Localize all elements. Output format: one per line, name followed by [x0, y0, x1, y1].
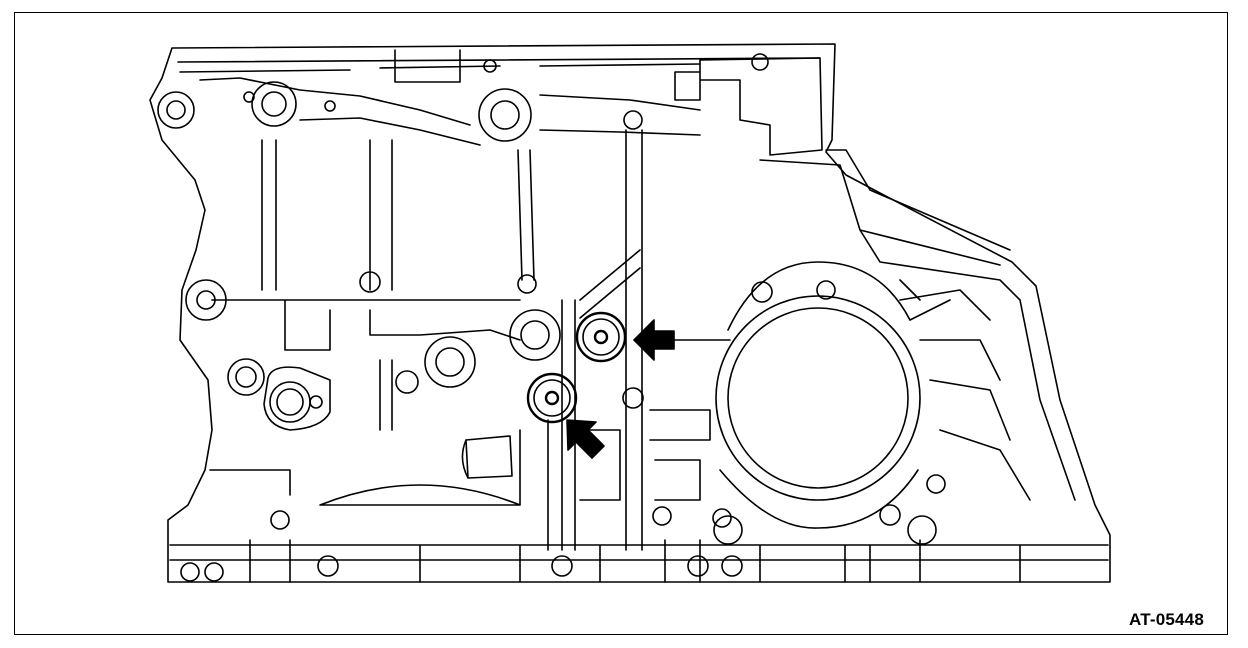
small-hole [926, 474, 946, 494]
figure-frame [14, 12, 1228, 635]
arrow-lower-icon [566, 419, 605, 459]
arrow-upper-icon [633, 319, 675, 361]
top-rail [177, 49, 821, 83]
plug-lower-ring [533, 379, 571, 417]
block-outline [149, 43, 1111, 583]
small-hole [687, 555, 709, 577]
bolt-boss-upper-left-inner [261, 91, 287, 117]
plug-lower-center [544, 390, 560, 406]
small-hole [551, 555, 573, 577]
bolt-boss-upper-left [251, 81, 297, 127]
top-right-tower [674, 57, 823, 156]
flange-small-hole [309, 395, 323, 409]
right-webs [759, 159, 1076, 501]
small-hole [243, 91, 255, 103]
plug-upper [575, 311, 627, 363]
small-hole [204, 562, 224, 582]
bottom-rail [169, 539, 1109, 583]
side-flange [263, 366, 331, 431]
upper-web [199, 77, 701, 146]
bore-housing [719, 261, 919, 529]
small-hole [907, 515, 937, 545]
small-hole [483, 59, 497, 73]
left-lower-boss [227, 358, 265, 396]
bolt-boss-left-center [424, 336, 476, 388]
small-hole [517, 274, 537, 294]
bolt-boss-center-inner [520, 320, 550, 350]
plug-upper-ring [582, 318, 620, 356]
small-hole [712, 508, 732, 528]
figure-code-label: AT-05448 [1129, 610, 1204, 629]
flange-port [269, 381, 311, 423]
small-hole [879, 504, 901, 526]
small-hole [359, 271, 381, 293]
small-hole [652, 506, 672, 526]
small-hole [270, 510, 290, 530]
bolt-boss-upper-center [478, 88, 532, 142]
small-hole [622, 387, 644, 409]
left-lower-boss-inner [235, 366, 257, 388]
small-hole [180, 562, 200, 582]
bolt-boss-center [509, 309, 561, 361]
cylinder-bore [727, 307, 909, 489]
flange-port-inner [276, 388, 304, 416]
cylinder-bore-outer [715, 295, 921, 501]
plug-upper-center [593, 329, 609, 345]
left-top-boss [157, 91, 195, 129]
small-hole [751, 281, 773, 303]
plug-lower [526, 372, 578, 424]
bolt-boss-upper-center-inner [490, 100, 520, 130]
left-top-boss-hole [166, 100, 186, 120]
pipe-stub [461, 435, 513, 479]
small-hole [623, 110, 643, 130]
mid-members [211, 249, 641, 351]
small-hole [395, 370, 419, 394]
right-lip [825, 149, 1011, 251]
small-hole [721, 555, 743, 577]
small-hole [713, 515, 743, 545]
small-hole [751, 53, 769, 71]
lower-ribs [209, 359, 711, 551]
small-hole [324, 100, 336, 112]
small-hole [816, 280, 836, 300]
bolt-boss-left-center-inner [435, 347, 465, 377]
small-hole [317, 555, 339, 577]
